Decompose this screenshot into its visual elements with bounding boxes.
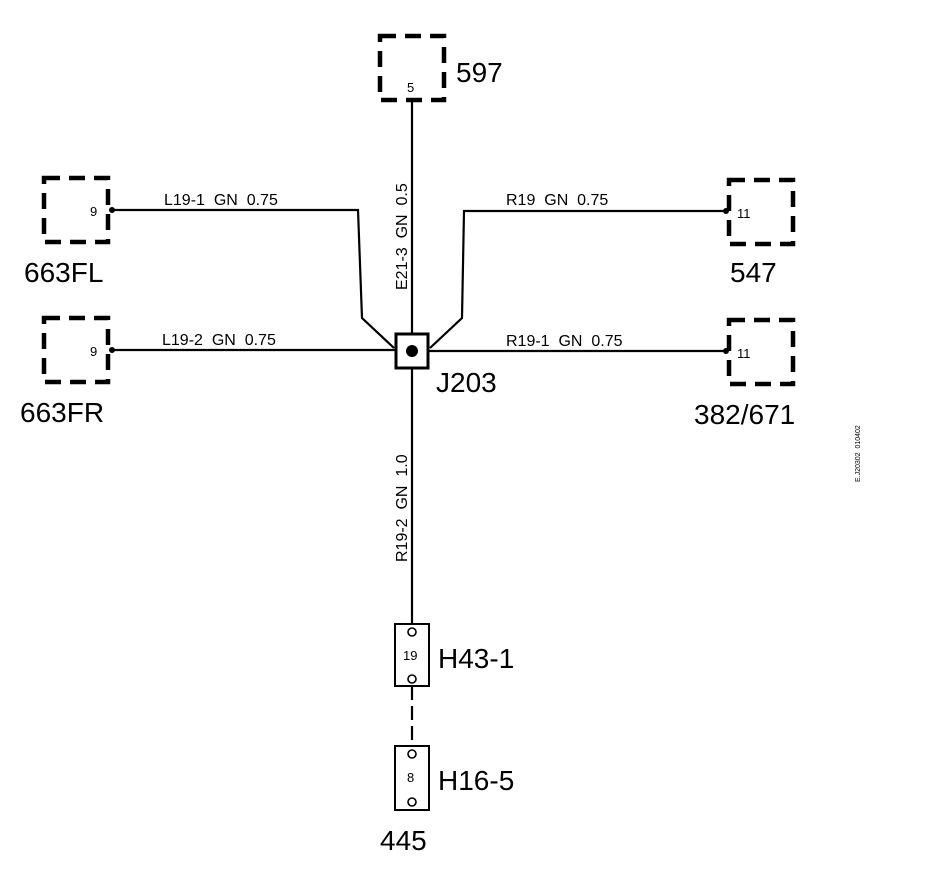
wire-right-upper — [429, 209, 727, 349]
connector-hole-icon — [407, 749, 417, 759]
splice-j203: J203 — [394, 332, 497, 398]
connector-h16-5-pin: 8 — [407, 770, 414, 785]
splice-dot-icon — [406, 345, 418, 357]
component-597-box — [377, 33, 447, 103]
component-547-label: 547 — [730, 257, 777, 288]
component-382-671-box — [726, 317, 796, 387]
component-597-pin: 5 — [407, 80, 414, 95]
wire-label-bottom: R19-2 GN 1.0 — [394, 454, 411, 562]
component-663fr-label: 663FR — [20, 397, 104, 428]
component-547-pin: 11 — [737, 206, 751, 221]
component-663fl-box — [41, 175, 111, 245]
wire-label-right-upper: R19 GN 0.75 — [506, 192, 608, 209]
component-663fr-box — [41, 315, 111, 385]
component-597: 5 597 — [377, 33, 503, 103]
pin-dot — [109, 207, 115, 213]
connector-h43-1-label: H43-1 — [438, 643, 514, 674]
wire-label-top: E21-3 GN 0.5 — [394, 183, 411, 290]
splice-j203-label: J203 — [436, 367, 497, 398]
connector-h16-5-label: H16-5 — [438, 765, 514, 796]
drawing-code: E.J20302 010402 — [855, 425, 862, 482]
component-663fl: 9 663FL — [24, 175, 111, 288]
connector-h16-5: 8 H16-5 — [394, 745, 514, 811]
component-663fr-pin: 9 — [90, 344, 97, 359]
connector-hole-icon — [407, 627, 417, 637]
component-382-671-pin: 11 — [737, 346, 751, 361]
wire-label-right-lower: R19-1 GN 0.75 — [506, 333, 623, 350]
pin-dot — [109, 347, 115, 353]
connector-h43-1-pin: 19 — [403, 648, 417, 663]
component-663fl-pin: 9 — [90, 204, 97, 219]
component-382-671-label: 382/671 — [694, 399, 795, 430]
connector-h43-1: 19 H43-1 — [394, 623, 514, 687]
connector-hole-icon — [407, 674, 417, 684]
wire-left-upper — [110, 208, 395, 349]
connector-hole-icon — [407, 797, 417, 807]
wire-label-left-upper: L19-1 GN 0.75 — [164, 192, 278, 209]
component-547-box — [726, 177, 796, 247]
component-663fl-label: 663FL — [24, 257, 103, 288]
wire-label-left-lower: L19-2 GN 0.75 — [162, 332, 276, 349]
component-382-671: 11 382/671 — [694, 317, 796, 430]
component-547: 11 547 — [726, 177, 796, 288]
component-597-label: 597 — [456, 57, 503, 88]
component-445-label: 445 — [380, 825, 427, 856]
component-663fr: 9 663FR — [20, 315, 111, 428]
